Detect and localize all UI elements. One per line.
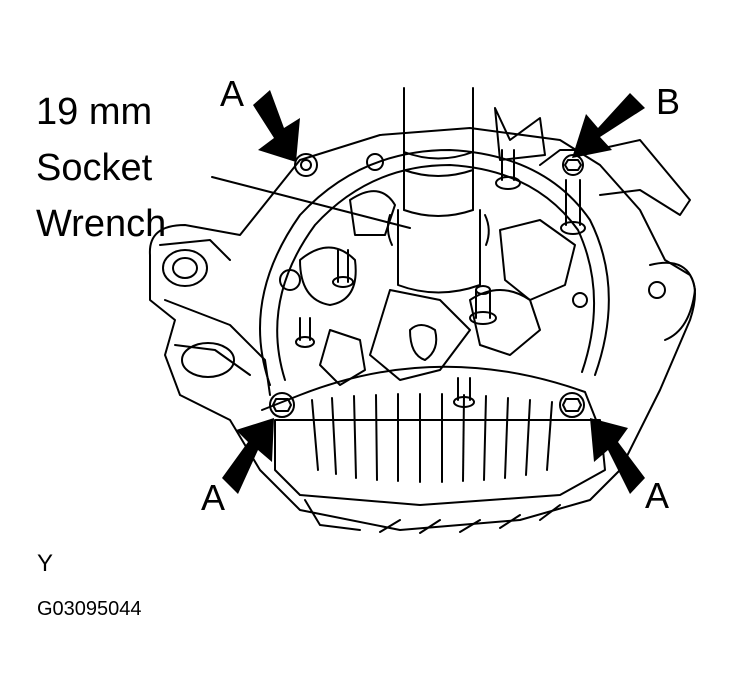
socket-leader-line bbox=[211, 176, 411, 229]
terminal-studs bbox=[295, 149, 586, 408]
socket-label-line-2: Socket bbox=[36, 147, 153, 189]
socket-label-line-1: 19 mm bbox=[36, 91, 153, 133]
rear-cover bbox=[259, 149, 610, 431]
rectifier-details bbox=[279, 107, 691, 386]
callout-top-right: B bbox=[656, 81, 681, 122]
callout-top-left: A bbox=[220, 73, 245, 114]
arrow-bottom-right-icon bbox=[590, 418, 645, 494]
vent-slots bbox=[274, 393, 606, 534]
housing-outline bbox=[148, 127, 696, 531]
callout-bottom-right: A bbox=[645, 475, 670, 516]
socket-label-line-3: Wrench bbox=[36, 203, 167, 245]
figure-code: G03095044 bbox=[37, 598, 142, 620]
view-label: Y bbox=[37, 550, 54, 577]
socket-wrench bbox=[386, 87, 490, 294]
callout-arrows bbox=[222, 90, 645, 494]
arrow-bottom-left-icon bbox=[222, 418, 274, 494]
mounting-bolts bbox=[269, 153, 585, 418]
callout-bottom-left: A bbox=[201, 477, 226, 518]
arrow-top-right-icon bbox=[572, 93, 645, 158]
socket-wrench-label: 19 mm Socket Wrench bbox=[36, 84, 166, 252]
arrow-top-left-icon bbox=[253, 90, 300, 162]
